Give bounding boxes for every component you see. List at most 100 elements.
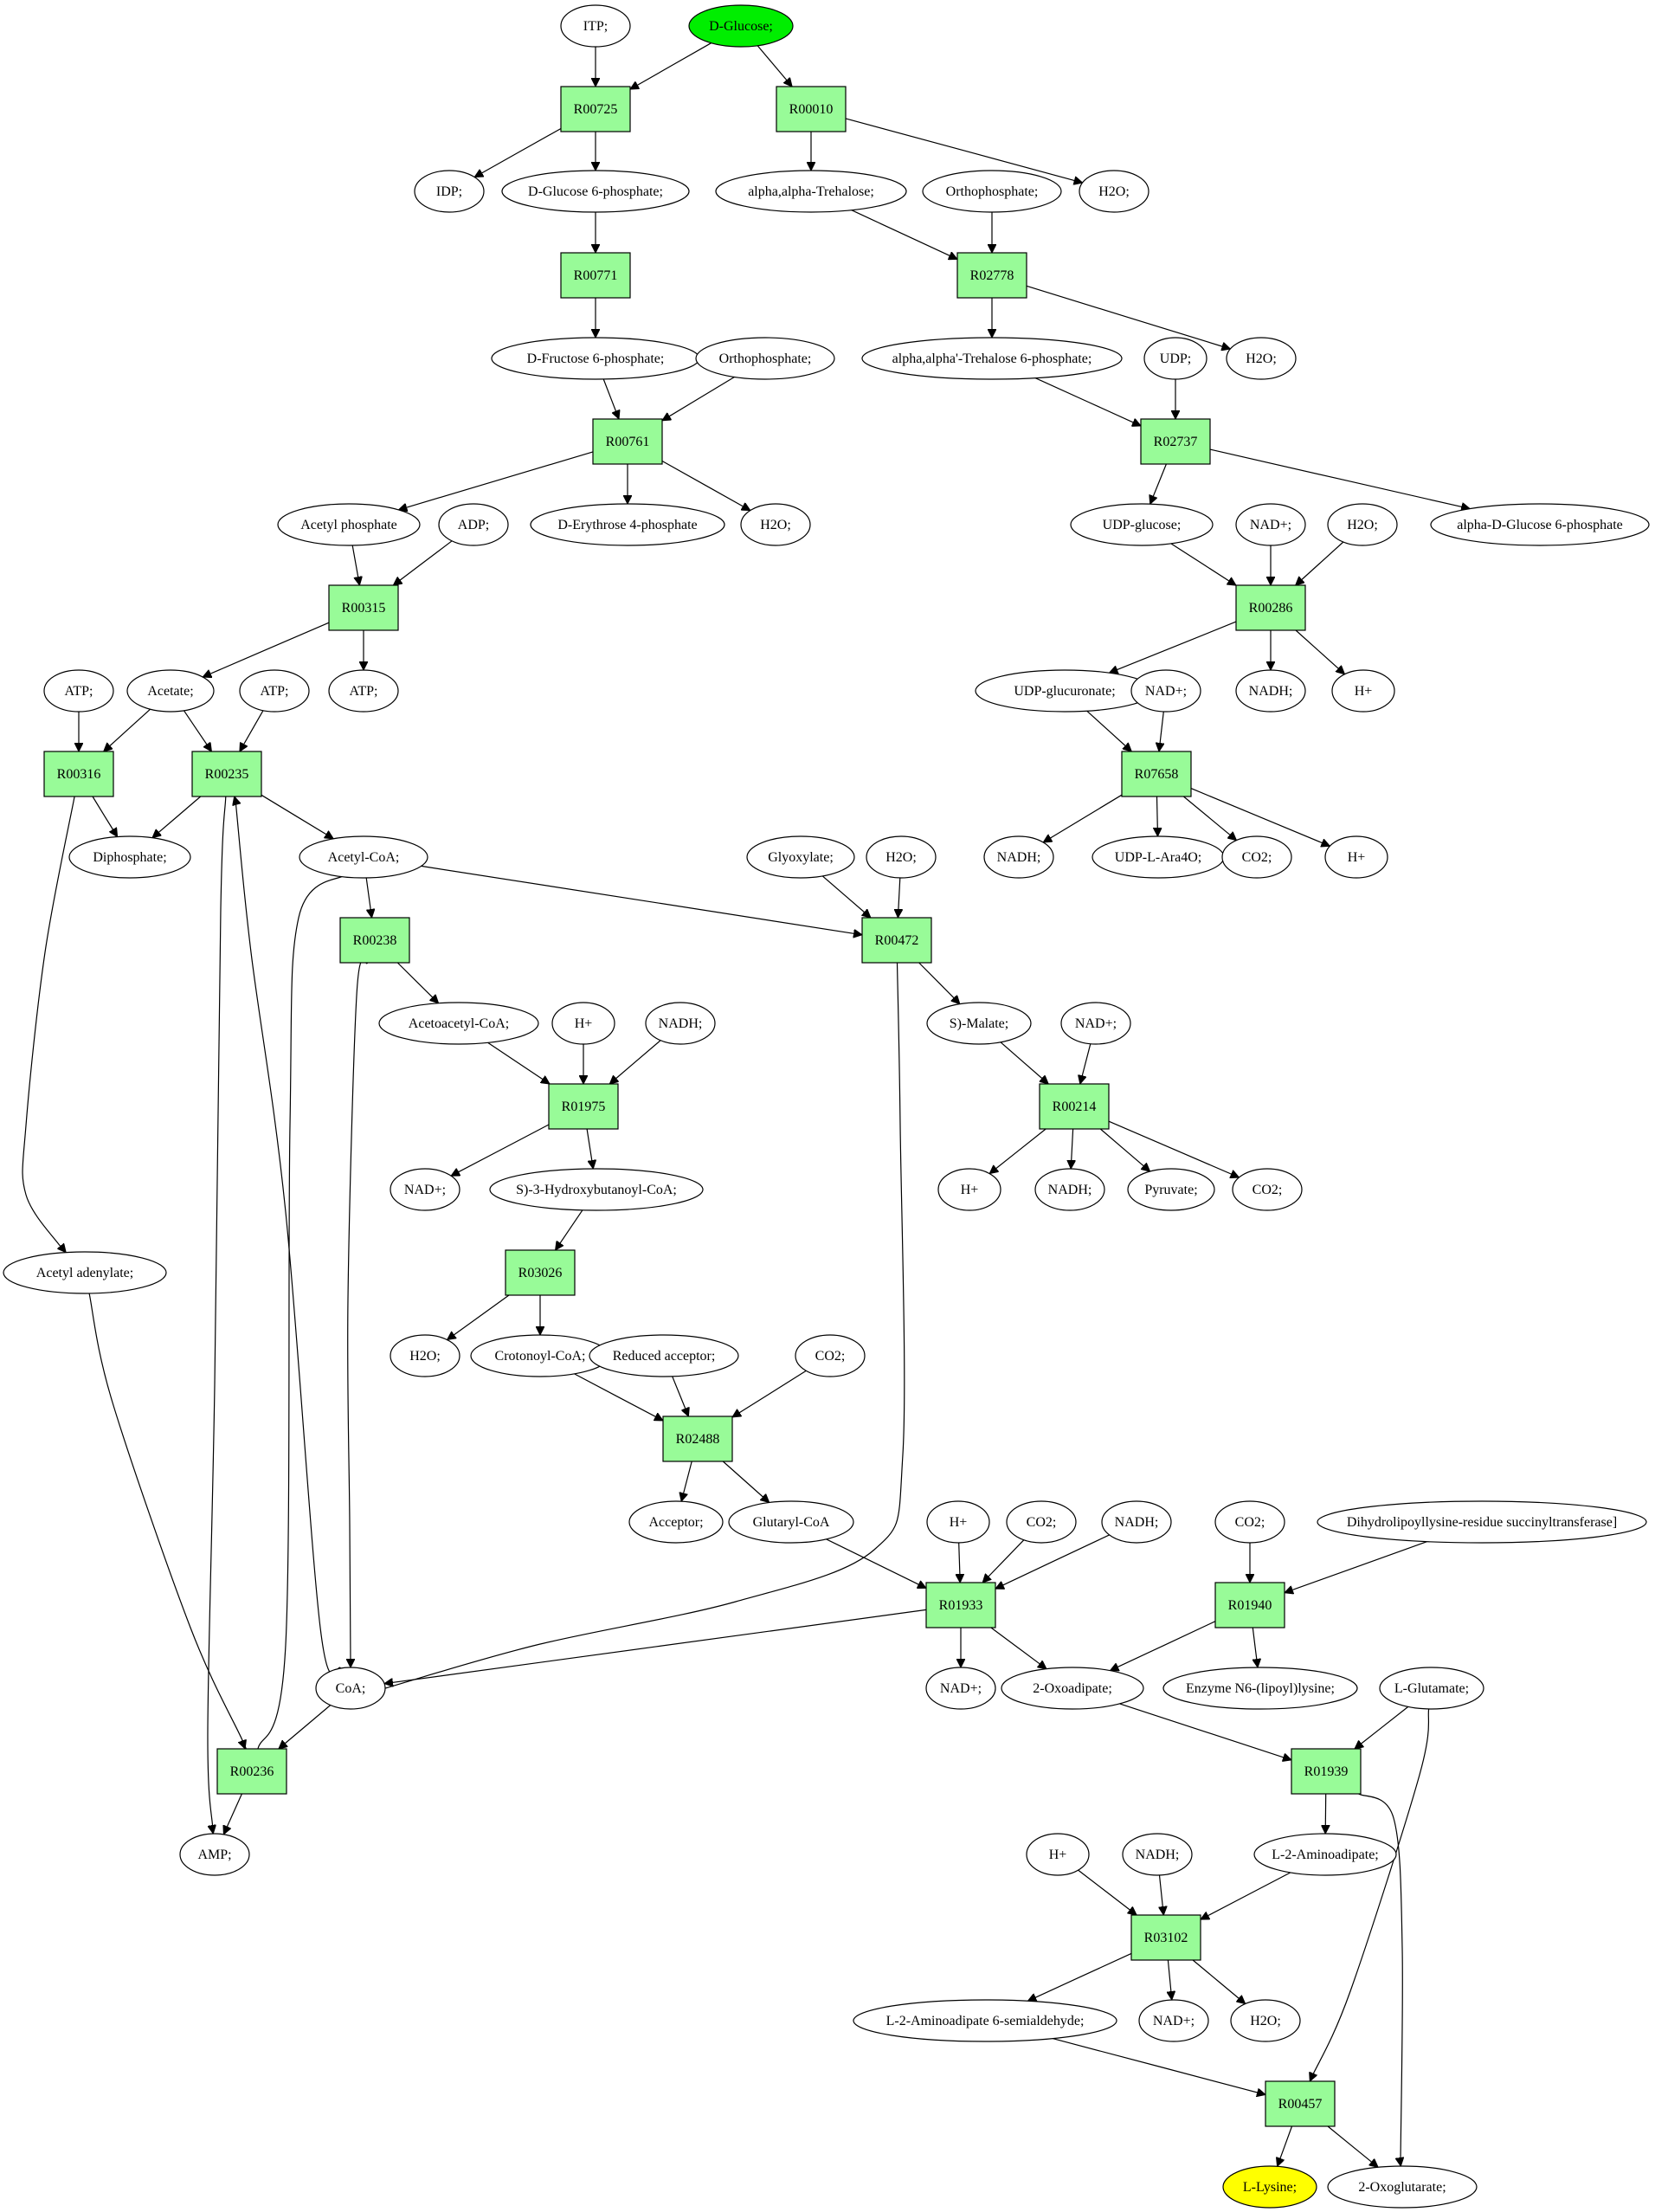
compound-node-udpglc[interactable]: UDP-glucose; — [1070, 503, 1214, 546]
compound-node-h2o_d[interactable]: H2O; — [1327, 503, 1398, 546]
compound-node-pyr[interactable]: Pyruvate; — [1127, 1168, 1215, 1211]
compound-node-nadh_a[interactable]: NADH; — [1235, 669, 1306, 713]
reaction-node-r07658[interactable]: R07658 — [1121, 751, 1192, 797]
reaction-node-r00010[interactable]: R00010 — [776, 86, 847, 132]
reaction-node-r00457[interactable]: R00457 — [1265, 2080, 1336, 2127]
compound-node-udpara[interactable]: UDP-L-Ara4O; — [1092, 835, 1225, 879]
compound-node-enz[interactable]: Enzyme N6-(lipoyl)lysine; — [1162, 1667, 1358, 1710]
compound-node-udpgluc[interactable]: UDP-glucuronate; — [975, 669, 1155, 713]
compound-node-co2_d[interactable]: CO2; — [1006, 1500, 1077, 1544]
reaction-node-r00316[interactable]: R00316 — [43, 751, 114, 797]
compound-node-h_d[interactable]: H+ — [937, 1168, 1001, 1211]
compound-node-co2_e[interactable]: CO2; — [1214, 1500, 1285, 1544]
reaction-node-r00214[interactable]: R00214 — [1039, 1083, 1110, 1130]
compound-node-nadh_e[interactable]: NADH; — [1101, 1500, 1172, 1544]
reaction-node-r00315[interactable]: R00315 — [328, 584, 399, 631]
compound-node-h2o_c[interactable]: H2O; — [740, 503, 811, 546]
compound-node-treh[interactable]: alpha,alpha-Trehalose; — [715, 170, 907, 213]
reaction-node-r01939[interactable]: R01939 — [1291, 1748, 1362, 1795]
compound-node-h_e[interactable]: H+ — [926, 1500, 990, 1544]
compound-node-nadh_c[interactable]: NADH; — [645, 1002, 716, 1045]
compound-node-co2_c[interactable]: CO2; — [795, 1334, 866, 1377]
compound-node-h2o_b[interactable]: H2O; — [1226, 337, 1297, 380]
compound-node-nad_f[interactable]: NAD+; — [1138, 1999, 1209, 2042]
reaction-node-r00771[interactable]: R00771 — [560, 252, 631, 299]
compound-node-h_b[interactable]: H+ — [1324, 835, 1388, 879]
compound-node-f6p[interactable]: D-Fructose 6-phosphate; — [491, 337, 700, 380]
compound-node-acetate[interactable]: Acetate; — [126, 669, 215, 713]
compound-node-glucoa[interactable]: Glutaryl-CoA — [728, 1500, 854, 1544]
reaction-node-r02488[interactable]: R02488 — [662, 1416, 733, 1462]
compound-node-itp[interactable]: ITP; — [560, 4, 631, 48]
compound-node-nadh_b[interactable]: NADH; — [983, 835, 1054, 879]
reaction-node-r00725[interactable]: R00725 — [560, 86, 631, 132]
compound-node-acacoa[interactable]: Acetoacetyl-CoA; — [378, 1002, 539, 1045]
compound-node-pp[interactable]: Diphosphate; — [68, 835, 191, 879]
compound-node-acad[interactable]: Acetyl adenylate; — [3, 1251, 167, 1294]
compound-node-oxoglu[interactable]: 2-Oxoglutarate; — [1327, 2165, 1478, 2209]
compound-node-atp_b[interactable]: ATP; — [239, 669, 310, 713]
compound-node-h2o_f[interactable]: H2O; — [390, 1334, 460, 1377]
compound-node-glyox[interactable]: Glyoxylate; — [746, 835, 855, 879]
reaction-node-r00472[interactable]: R00472 — [861, 917, 932, 964]
compound-node-nad_d[interactable]: NAD+; — [390, 1168, 460, 1211]
compound-node-nadh_f[interactable]: NADH; — [1122, 1833, 1193, 1876]
reaction-node-r02778[interactable]: R02778 — [956, 252, 1027, 299]
edge-layer — [22, 42, 1470, 2180]
reaction-node-r00238[interactable]: R00238 — [339, 917, 410, 964]
reaction-node-r00761[interactable]: R00761 — [592, 418, 663, 465]
compound-node-redacc[interactable]: Reduced acceptor; — [589, 1334, 739, 1377]
compound-node-atp_c[interactable]: ATP; — [328, 669, 399, 713]
compound-node-udp[interactable]: UDP; — [1143, 337, 1207, 380]
reaction-node-r01975[interactable]: R01975 — [548, 1083, 619, 1130]
reaction-node-r01940[interactable]: R01940 — [1214, 1582, 1285, 1628]
reaction-node-r00235[interactable]: R00235 — [191, 751, 262, 797]
compound-node-g6p[interactable]: D-Glucose 6-phosphate; — [501, 170, 690, 213]
compound-node-amp[interactable]: AMP; — [179, 1833, 250, 1876]
compound-node-h2o_a[interactable]: H2O; — [1079, 170, 1149, 213]
compound-node-l2aa[interactable]: L-2-Aminoadipate; — [1253, 1833, 1397, 1876]
compound-node-h2o_e[interactable]: H2O; — [866, 835, 937, 879]
compound-node-adp[interactable]: ADP; — [438, 503, 509, 546]
compound-node-h_a[interactable]: H+ — [1331, 669, 1395, 713]
compound-node-nadh_d[interactable]: NADH; — [1034, 1168, 1105, 1211]
compound-node-nad_b[interactable]: NAD+; — [1130, 669, 1201, 713]
compound-node-idp[interactable]: IDP; — [414, 170, 485, 213]
reaction-box — [925, 1582, 996, 1628]
compound-node-nad_a[interactable]: NAD+; — [1235, 503, 1306, 546]
reaction-node-r00286[interactable]: R00286 — [1235, 584, 1306, 631]
reaction-node-r03026[interactable]: R03026 — [505, 1249, 576, 1296]
compound-node-h_c[interactable]: H+ — [551, 1002, 615, 1045]
compound-node-co2_b[interactable]: CO2; — [1232, 1168, 1303, 1211]
compound-node-co2_a[interactable]: CO2; — [1221, 835, 1292, 879]
compound-node-glc[interactable]: D-Glucose; — [688, 4, 794, 48]
compound-node-lys[interactable]: L-Lysine; — [1222, 2165, 1317, 2209]
compound-node-coa[interactable]: CoA; — [315, 1667, 386, 1710]
reaction-node-r03102[interactable]: R03102 — [1130, 1914, 1201, 1961]
compound-node-hbcoa[interactable]: S)-3-Hydroxybutanoyl-CoA; — [489, 1168, 704, 1211]
compound-node-t6p[interactable]: alpha,alpha'-Trehalose 6-phosphate; — [861, 337, 1123, 380]
compound-node-nad_e[interactable]: NAD+; — [925, 1667, 996, 1710]
compound-node-h2o_g[interactable]: H2O; — [1230, 1999, 1301, 2042]
compound-node-e4p[interactable]: D-Erythrose 4-phosphate — [530, 503, 725, 546]
compound-node-lglu[interactable]: L-Glutamate; — [1379, 1667, 1484, 1710]
compound-node-crcoa[interactable]: Crotonoyl-CoA; — [470, 1334, 610, 1377]
compound-node-nad_c[interactable]: NAD+; — [1060, 1002, 1131, 1045]
compound-node-atp_a[interactable]: ATP; — [43, 669, 114, 713]
reaction-node-r01933[interactable]: R01933 — [925, 1582, 996, 1628]
compound-node-pi1[interactable]: Orthophosphate; — [922, 170, 1062, 213]
reaction-node-r00236[interactable]: R00236 — [216, 1748, 287, 1795]
compound-node-l2as[interactable]: L-2-Aminoadipate 6-semialdehyde; — [853, 1999, 1117, 2042]
compound-node-acp[interactable]: Acetyl phosphate — [277, 503, 421, 546]
compound-node-dhls[interactable]: Dihydrolipoyllysine-residue succinyltran… — [1317, 1500, 1647, 1544]
compound-node-ag6p[interactable]: alpha-D-Glucose 6-phosphate — [1430, 503, 1650, 546]
compound-node-pi2[interactable]: Orthophosphate; — [695, 337, 835, 380]
compound-node-acc[interactable]: Acceptor; — [628, 1500, 724, 1544]
compound-label: Reduced acceptor; — [613, 1349, 716, 1364]
reaction-node-r02737[interactable]: R02737 — [1140, 418, 1211, 465]
compound-node-accoa[interactable]: Acetyl-CoA; — [299, 835, 428, 879]
compound-node-oxoad[interactable]: 2-Oxoadipate; — [1001, 1667, 1144, 1710]
compound-label: ATP; — [261, 684, 289, 699]
compound-node-h_f[interactable]: H+ — [1026, 1833, 1090, 1876]
compound-node-smal[interactable]: S)-Malate; — [926, 1002, 1032, 1045]
